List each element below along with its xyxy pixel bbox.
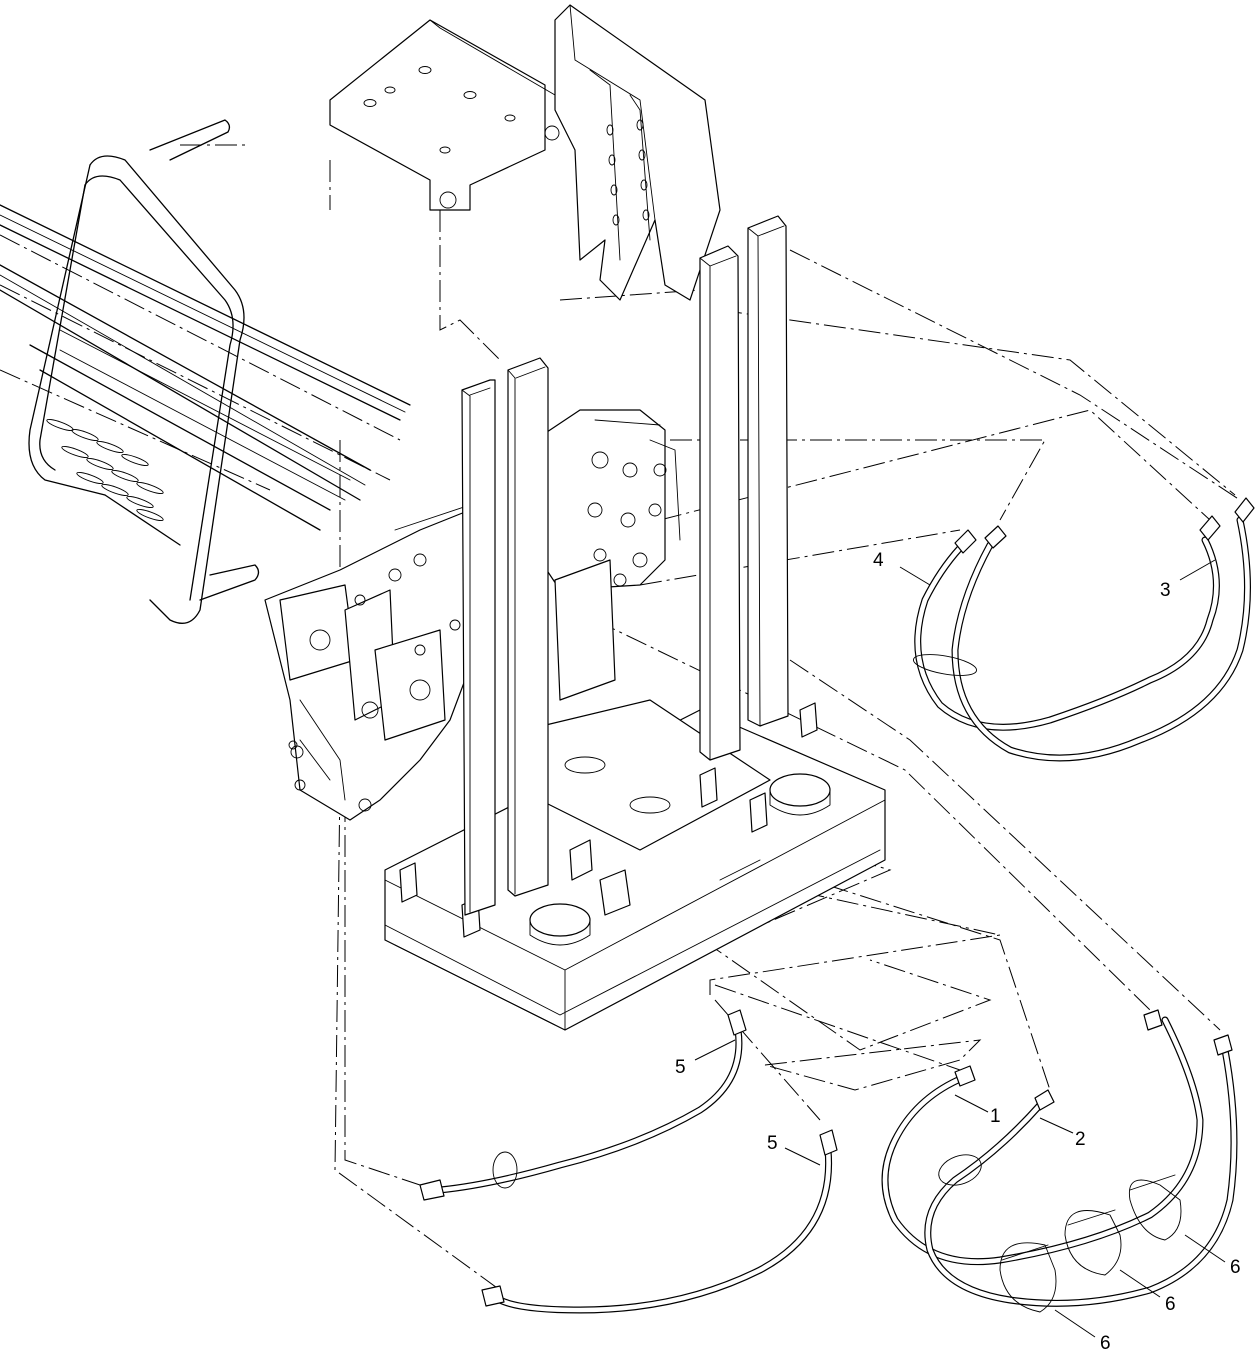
column-rear-right	[747, 215, 789, 727]
column-front-right	[507, 357, 549, 897]
callout-5-upper: 5	[675, 1057, 686, 1078]
callout-1: 1	[990, 1106, 1001, 1127]
hose-1	[881, 1016, 1204, 1266]
callout-leaders	[694, 559, 1226, 1338]
hose-2	[924, 1009, 1238, 1307]
callout-4: 4	[873, 550, 884, 571]
hose-3	[951, 497, 1255, 762]
hose-clamps-6	[938, 1154, 1182, 1313]
hose-5-upper	[419, 1009, 747, 1201]
column-front-left	[461, 379, 496, 916]
callout-3: 3	[1160, 580, 1171, 601]
callout-6-bottom: 6	[1100, 1333, 1111, 1354]
callout-2: 2	[1075, 1129, 1086, 1150]
column-rear-left	[699, 245, 741, 761]
gearbox-carriage	[264, 504, 481, 821]
callout-5-lower: 5	[767, 1133, 778, 1154]
valve-block	[534, 409, 681, 701]
base-frame	[384, 699, 886, 1031]
mounting-bracket-plate	[329, 19, 560, 211]
phantom-lines	[0, 144, 1241, 1291]
safety-guard-frame	[28, 119, 260, 624]
callout-6-right: 6	[1230, 1257, 1241, 1278]
hose-5-lower	[481, 1129, 838, 1314]
upright-channel-bracket	[554, 4, 721, 301]
hose-clamp-upper	[912, 654, 978, 676]
hose-4	[914, 529, 1220, 731]
callout-labels: 4 3 5 5 1 2 6 6 6	[675, 550, 1241, 1354]
callout-6-middle: 6	[1165, 1294, 1176, 1315]
